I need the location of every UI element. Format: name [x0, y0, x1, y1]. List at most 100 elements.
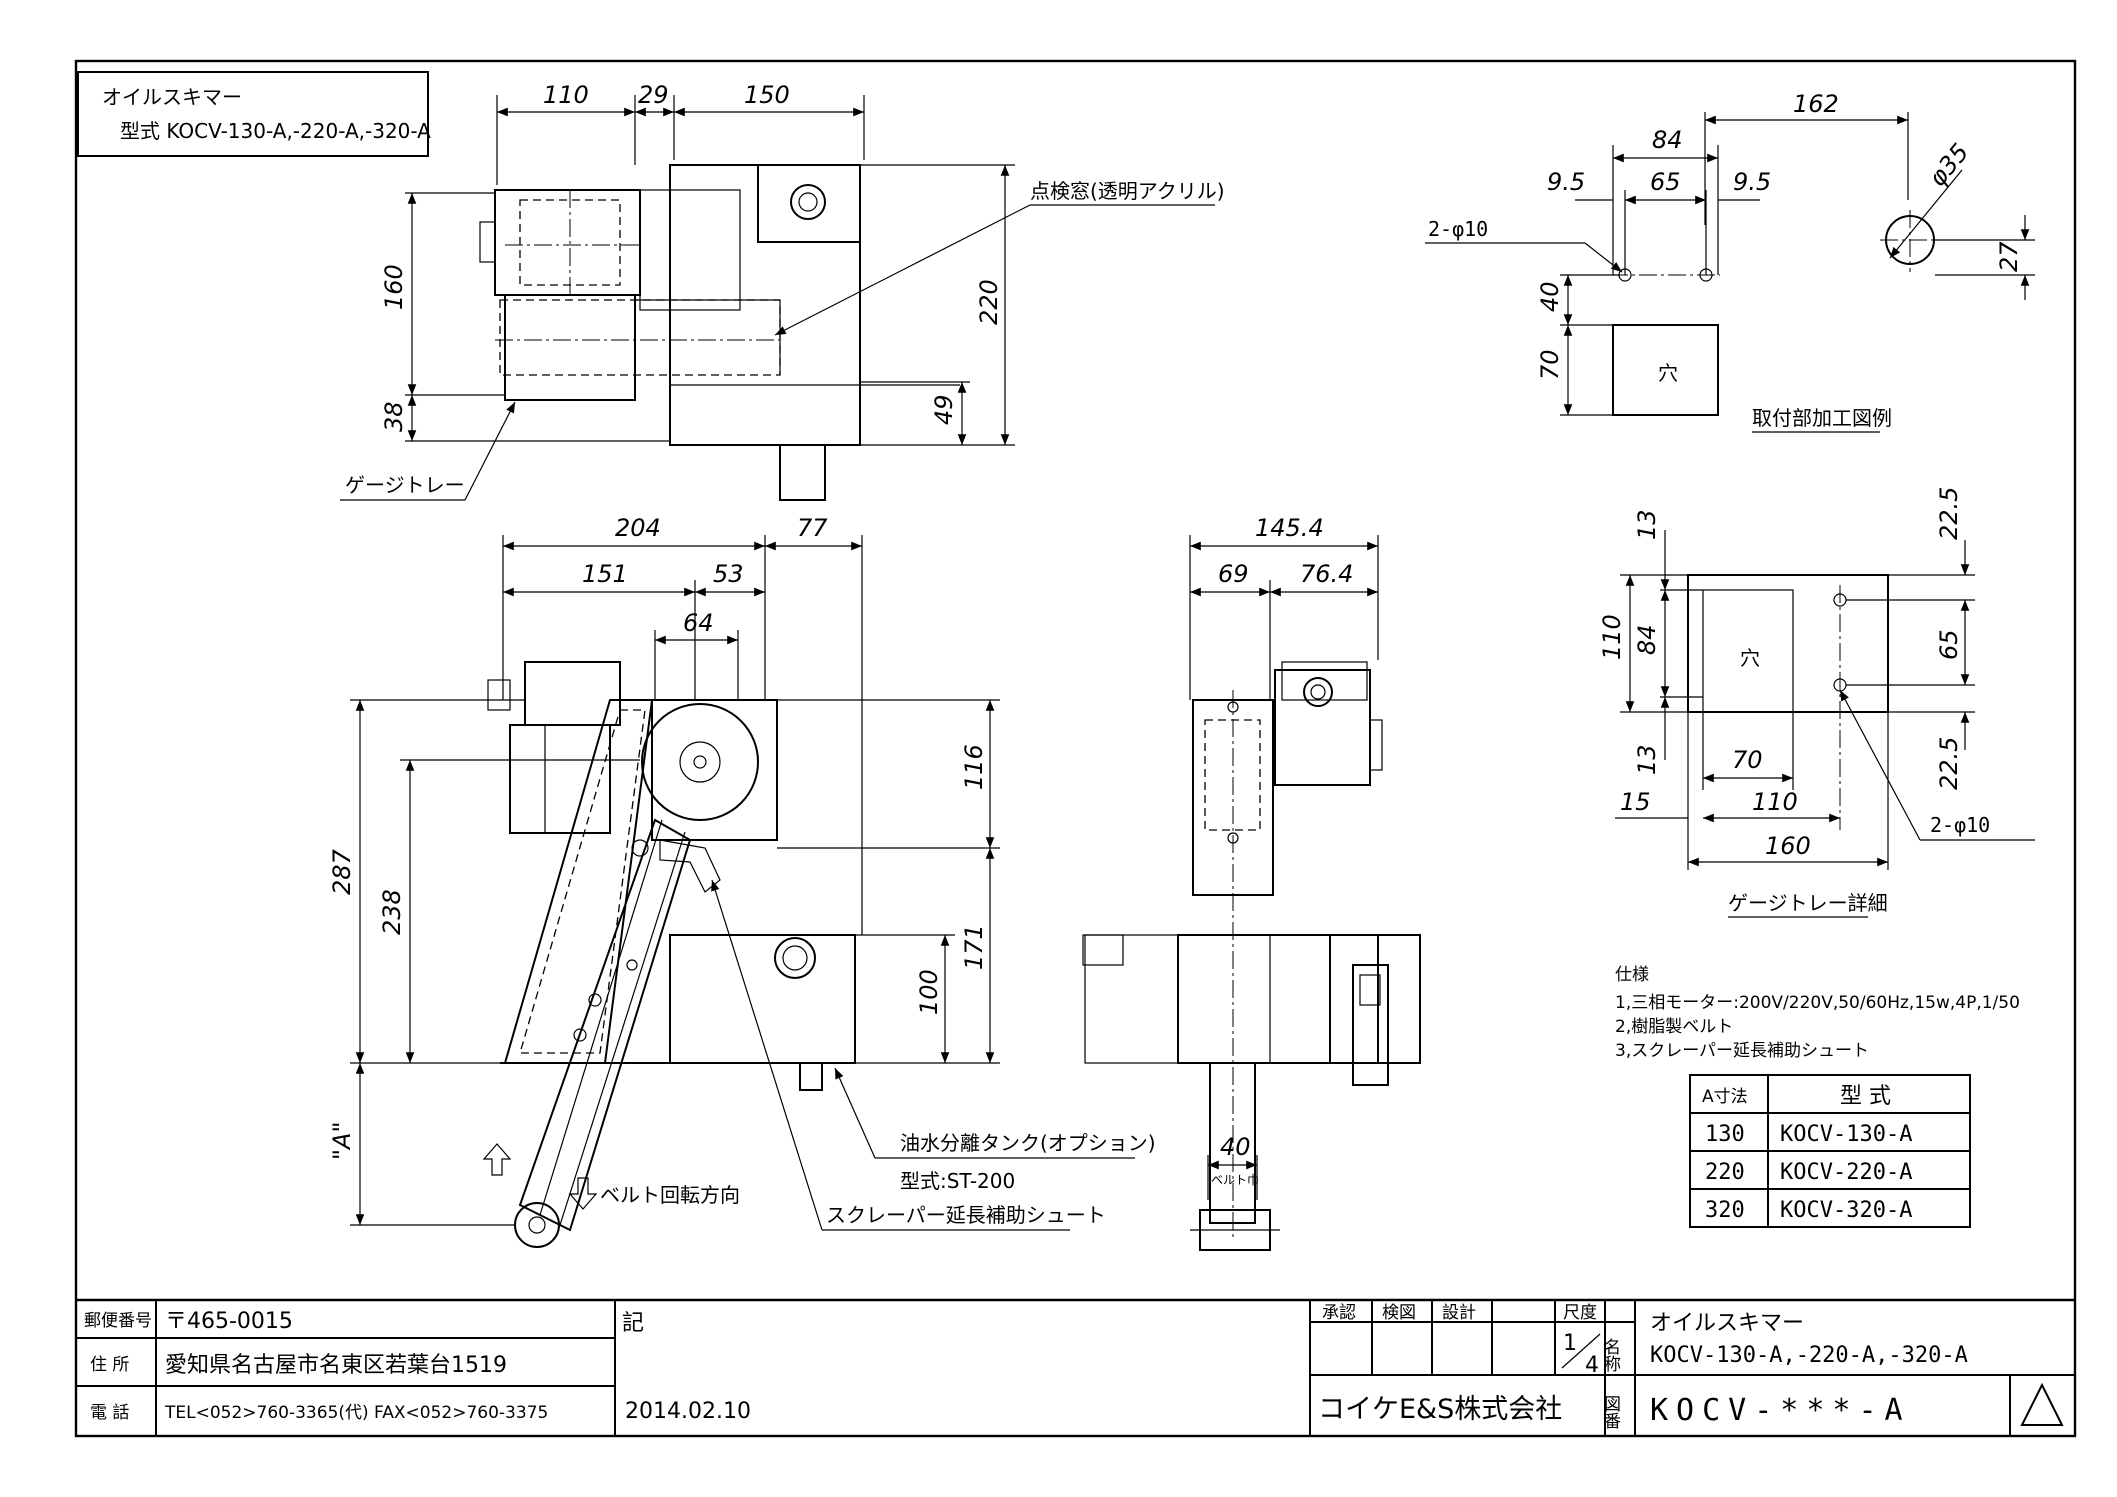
- label-inspection-window: 点検窓(透明アクリル): [1030, 179, 1225, 203]
- dim-mount-9a: 9.5: [1547, 168, 1585, 196]
- dim-side-69: 69: [1218, 560, 1249, 588]
- postal-code: 〒465-0015: [165, 1309, 293, 1334]
- label-chute: スクレーパー延長補助シュート: [826, 1203, 1106, 1227]
- title-block: 郵便番号 〒465-0015 住 所 愛知県名古屋市名東区若葉台1519 電 話…: [76, 1298, 2075, 1436]
- dim-top-29: 29: [638, 81, 669, 109]
- dim-mount-9b: 9.5: [1733, 168, 1771, 196]
- dim-top-220: 220: [975, 279, 1003, 325]
- label-mount-holes: 2-φ10: [1428, 217, 1488, 241]
- table-header-a: A寸法: [1702, 1087, 1748, 1107]
- dim-gauge-13a: 13: [1633, 509, 1661, 540]
- revision-triangle: [2020, 1382, 2064, 1426]
- spec-item-2: 2,樹脂製ベルト: [1615, 1017, 1733, 1037]
- dim-mount-162: 162: [1793, 90, 1839, 118]
- dim-front-53: 53: [713, 560, 744, 588]
- dim-mount-phi35: φ35: [1923, 138, 1974, 192]
- dim-front-a: "A": [328, 1122, 356, 1161]
- phone: TEL<052>760-3365(代) FAX<052>760-3375: [164, 1403, 548, 1423]
- front-view: 204 77 151 53 64: [328, 514, 1156, 1248]
- dim-gauge-13b: 13: [1633, 744, 1661, 775]
- caption-gauge-tray: ゲージトレー詳細: [1728, 891, 1888, 915]
- dim-front-287: 287: [328, 848, 356, 895]
- title-line2: 型式 KOCV-130-A,-220-A,-320-A: [120, 119, 431, 143]
- label-gauge-holes: 2-φ10: [1930, 813, 1990, 837]
- address-label: 住 所: [90, 1355, 129, 1375]
- label-gauge-tray-top: ゲージトレー: [345, 473, 465, 497]
- spec-item-1: 1,三相モーター:200V/220V,50/60Hz,15w,4P,1/50: [1615, 993, 2020, 1013]
- drawing-no-label: 図番: [1600, 1395, 1621, 1429]
- drawing-date: 2014.02.10: [625, 1399, 751, 1424]
- title-line1: オイルスキマー: [102, 85, 242, 109]
- model-table: A寸法 型 式 130 KOCV-130-A 220 KOCV-220-A 32…: [1689, 1074, 1971, 1228]
- label-tank-model: 型式:ST-200: [900, 1169, 1015, 1193]
- table-a-130: 130: [1705, 1122, 1745, 1147]
- dim-gauge-15: 15: [1620, 788, 1651, 816]
- spec-item-3: 3,スクレーパー延長補助シュート: [1615, 1041, 1869, 1061]
- side-view: 145.4 69 76.4 40 ベルト巾: [1082, 514, 1421, 1251]
- dim-gauge-110b: 110: [1752, 788, 1798, 816]
- name-line2: KOCV-130-A,-220-A,-320-A: [1650, 1343, 1968, 1368]
- address: 愛知県名古屋市名東区若葉台1519: [165, 1353, 507, 1378]
- dim-mount-65: 65: [1650, 168, 1681, 196]
- label-mount-hole: 穴: [1658, 361, 1678, 385]
- scale-label: 尺度: [1563, 1303, 1597, 1323]
- approve-label: 承認: [1322, 1303, 1356, 1323]
- name-label: 名称: [1600, 1338, 1621, 1373]
- scale-numerator: 1: [1563, 1331, 1577, 1356]
- label-belt-width: ベルト巾: [1211, 1173, 1259, 1187]
- top-view: 110 29 150 160 38 220 49: [340, 81, 1225, 501]
- dim-top-49: 49: [930, 394, 958, 425]
- table-a-220: 220: [1705, 1160, 1745, 1185]
- dim-gauge-110: 110: [1598, 614, 1626, 660]
- gauge-tray-detail: 穴 110 84 13 13 22.5 65 22.5 70 15 1: [1598, 487, 2035, 918]
- dim-mount-40: 40: [1536, 281, 1564, 312]
- name-line1: オイルスキマー: [1650, 1311, 1804, 1336]
- label-belt-direction: ベルト回転方向: [600, 1183, 740, 1207]
- dim-front-151: 151: [582, 560, 628, 588]
- table-header-model: 型 式: [1840, 1084, 1891, 1109]
- label-gauge-hole: 穴: [1740, 646, 1760, 670]
- dim-top-38: 38: [380, 401, 408, 432]
- company-name: コイケE&S株式会社: [1318, 1394, 1562, 1425]
- dim-front-171: 171: [960, 924, 988, 970]
- dim-mount-70: 70: [1536, 349, 1564, 380]
- dim-front-116: 116: [960, 744, 988, 790]
- dim-front-204: 204: [615, 514, 661, 542]
- postal-label: 郵便番号: [84, 1311, 152, 1331]
- spec-heading: 仕様: [1615, 965, 1649, 985]
- drawing-frame: [74, 59, 2077, 1438]
- dim-side-76: 76.4: [1300, 560, 1353, 588]
- table-a-320: 320: [1705, 1198, 1745, 1223]
- dim-top-110: 110: [543, 81, 589, 109]
- dim-gauge-160: 160: [1765, 832, 1811, 860]
- dim-front-77: 77: [797, 514, 828, 542]
- scale-denominator: 4: [1585, 1353, 1599, 1378]
- table-model-320: KOCV-320-A: [1780, 1198, 1912, 1223]
- title-box: オイルスキマー 型式 KOCV-130-A,-220-A,-320-A: [77, 71, 431, 157]
- check-label: 検図: [1382, 1303, 1416, 1323]
- dim-top-150: 150: [744, 81, 790, 109]
- specification: 仕様 1,三相モーター:200V/220V,50/60Hz,15w,4P,1/5…: [1615, 965, 2020, 1061]
- caption-mount: 取付部加工図例: [1752, 406, 1892, 430]
- dim-top-160: 160: [380, 264, 408, 310]
- dim-mount-84: 84: [1652, 126, 1683, 154]
- dim-side-40: 40: [1220, 1133, 1251, 1161]
- drawing-number: KOCV-***-A: [1650, 1393, 1911, 1428]
- dim-gauge-70: 70: [1732, 746, 1763, 774]
- dim-gauge-84: 84: [1633, 624, 1661, 655]
- design-label: 設計: [1442, 1303, 1476, 1323]
- dim-gauge-22a: 22.5: [1935, 487, 1963, 540]
- dim-gauge-22b: 22.5: [1935, 737, 1963, 790]
- mount-detail: 162 84 9.5 65 9.5 穴 φ35 27 40 70: [1425, 90, 2035, 433]
- dim-gauge-65: 65: [1935, 629, 1963, 660]
- table-model-130: KOCV-130-A: [1780, 1122, 1912, 1147]
- note-label: 記: [622, 1311, 644, 1336]
- dim-mount-27: 27: [1995, 241, 2023, 272]
- dim-front-64: 64: [683, 609, 714, 637]
- dim-front-238: 238: [378, 889, 406, 935]
- phone-label: 電 話: [90, 1403, 129, 1423]
- table-model-220: KOCV-220-A: [1780, 1160, 1912, 1185]
- label-oil-tank: 油水分離タンク(オプション): [900, 1131, 1156, 1155]
- dim-side-145: 145.4: [1255, 514, 1324, 542]
